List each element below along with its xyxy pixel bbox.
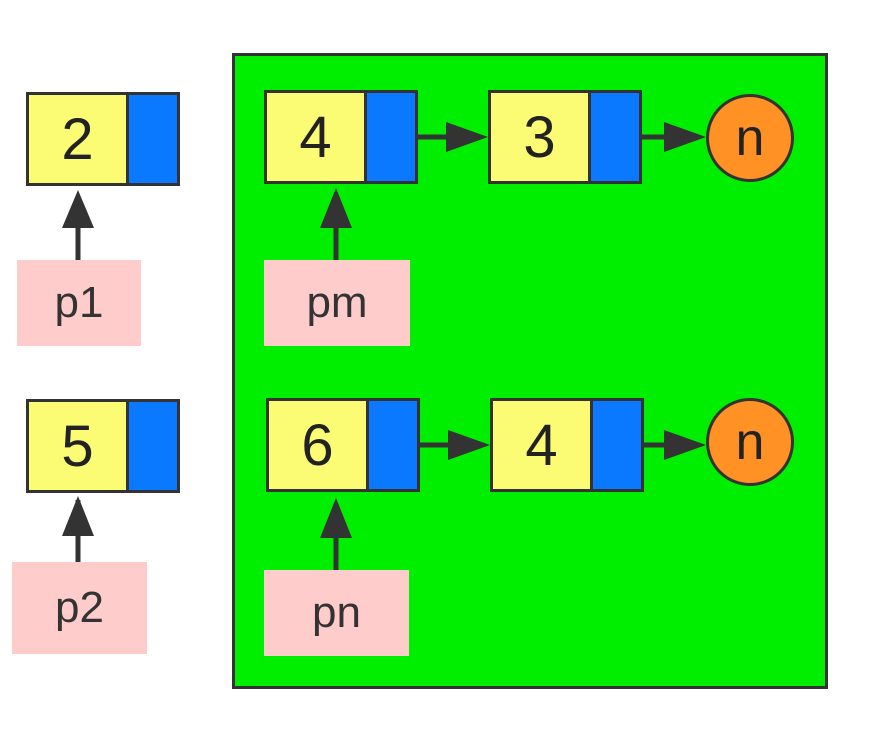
arrowhead-n-0 bbox=[448, 430, 490, 460]
node-value: 4 bbox=[493, 401, 593, 489]
next-pointer-cell bbox=[591, 93, 639, 181]
arrowhead-n-1 bbox=[664, 430, 706, 460]
pointer-label-pm: pm bbox=[264, 260, 410, 346]
node-m-1: 3 bbox=[488, 90, 642, 184]
nil-node-m: n bbox=[706, 94, 794, 182]
node-value: 4 bbox=[267, 93, 367, 181]
node-p2: 5 bbox=[26, 399, 180, 493]
arrowhead-pn bbox=[320, 498, 352, 538]
next-pointer-cell bbox=[593, 401, 641, 489]
node-n-0: 6 bbox=[266, 398, 420, 492]
next-pointer-cell bbox=[129, 402, 177, 490]
arrowhead-m-0 bbox=[446, 122, 488, 152]
pointer-label-p1: p1 bbox=[17, 260, 141, 346]
arrowhead-p2 bbox=[62, 496, 94, 536]
pointer-label-pn: pn bbox=[264, 570, 409, 656]
pointer-label-p2: p2 bbox=[12, 562, 147, 654]
node-p1: 2 bbox=[26, 92, 180, 186]
arrowhead-p1 bbox=[62, 190, 94, 228]
node-n-1: 4 bbox=[490, 398, 644, 492]
arrowhead-m-1 bbox=[664, 122, 706, 152]
node-value: 6 bbox=[269, 401, 369, 489]
node-value: 5 bbox=[29, 402, 129, 490]
next-pointer-cell bbox=[367, 93, 415, 181]
nil-node-n: n bbox=[706, 398, 794, 486]
arrowhead-pm bbox=[320, 188, 352, 228]
next-pointer-cell bbox=[129, 95, 177, 183]
next-pointer-cell bbox=[369, 401, 417, 489]
node-value: 3 bbox=[491, 93, 591, 181]
node-m-0: 4 bbox=[264, 90, 418, 184]
node-value: 2 bbox=[29, 95, 129, 183]
